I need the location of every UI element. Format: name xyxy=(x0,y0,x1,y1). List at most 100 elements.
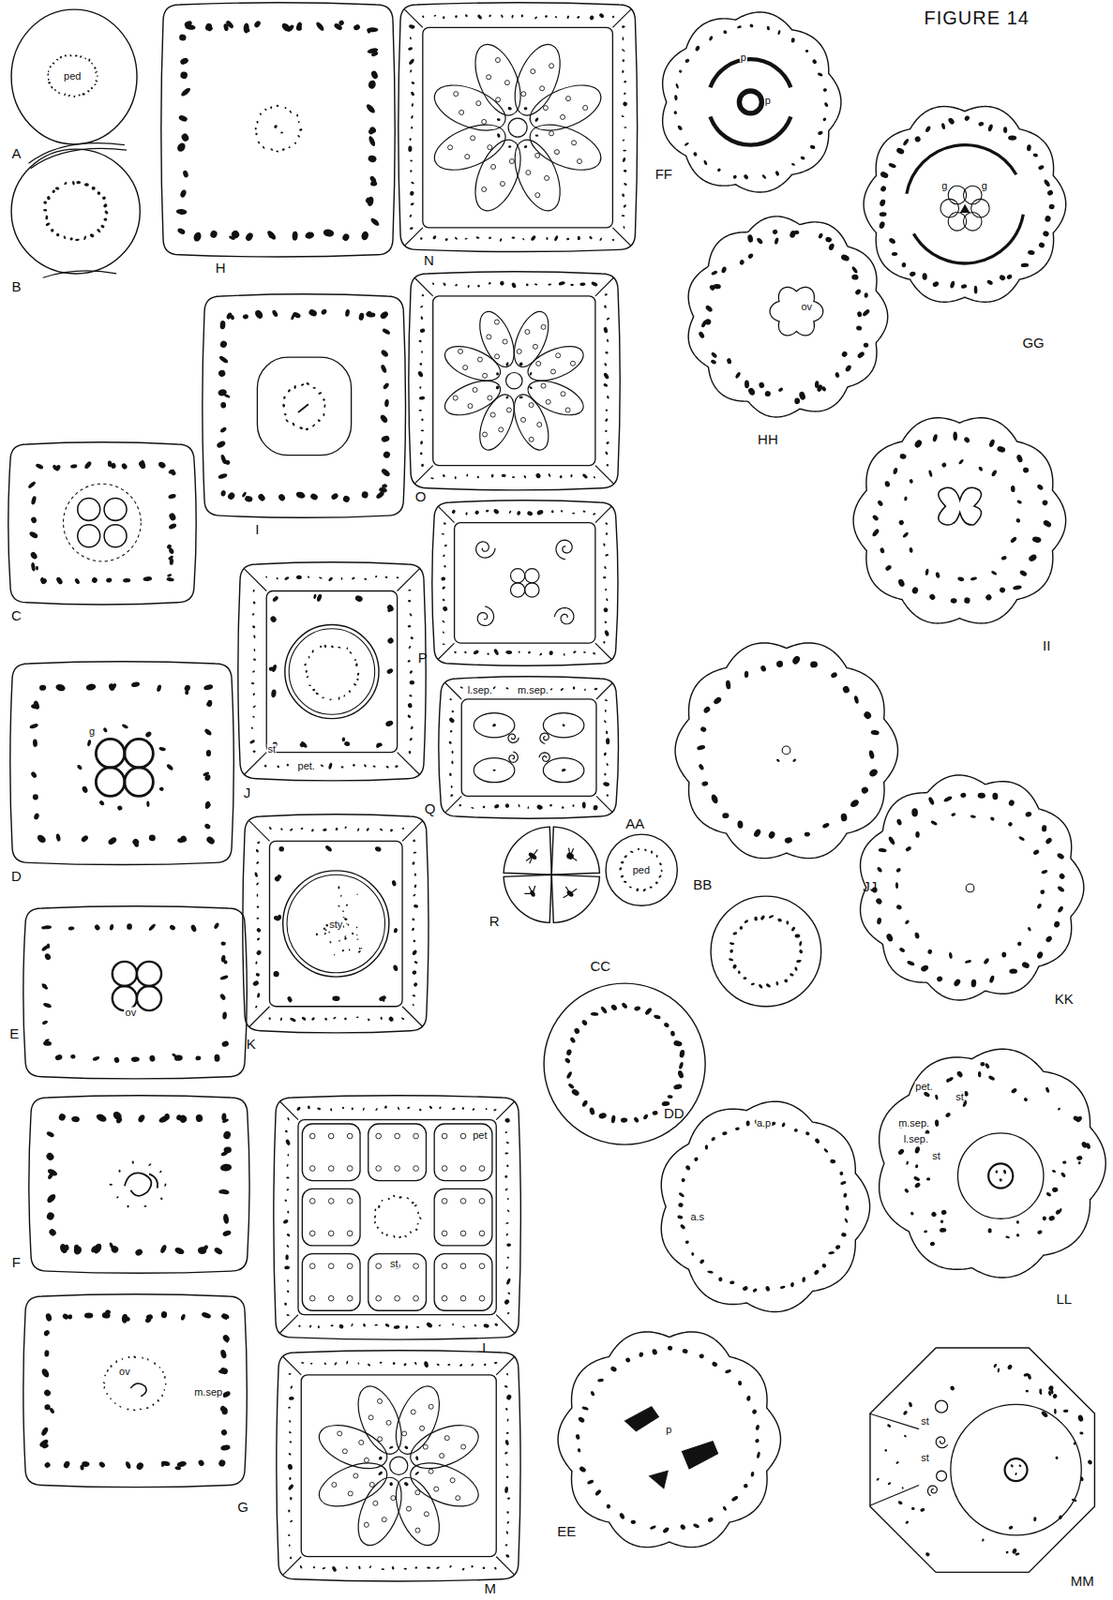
panel-letter: G xyxy=(237,1500,249,1515)
tissue-label: g xyxy=(940,180,948,192)
section-border xyxy=(25,908,245,1078)
tissue-label: st xyxy=(389,1259,400,1270)
section-border xyxy=(859,1338,1105,1583)
section-border xyxy=(658,10,843,195)
section-border xyxy=(709,895,823,1008)
section-border xyxy=(856,773,1085,1003)
section-border xyxy=(440,678,617,817)
section-border xyxy=(10,148,141,275)
section-outline: I xyxy=(204,296,404,516)
panel-letter: P xyxy=(418,650,428,665)
section-outline: LLpet.stm.sep.l.sep.st xyxy=(873,1047,1107,1280)
section-border xyxy=(12,663,232,863)
section-outline: Eov xyxy=(25,908,245,1078)
panel-letter: D xyxy=(11,869,22,884)
tissue-label: ov xyxy=(124,1007,138,1019)
panel-letter: K xyxy=(246,1036,256,1051)
section-border xyxy=(542,982,707,1146)
section-border xyxy=(674,638,900,864)
tissue-label: ov xyxy=(799,300,813,312)
tissue-label: a.p xyxy=(755,1117,772,1129)
panel-letter: II xyxy=(1042,638,1051,653)
panel-letter: DD xyxy=(663,1105,685,1120)
section-outline: AAped xyxy=(604,833,678,907)
tissue-label: ov xyxy=(118,1366,132,1377)
section-outline: JJ xyxy=(674,638,900,864)
panel-letter: R xyxy=(489,914,500,929)
tissue-label: st xyxy=(266,744,277,755)
section-border xyxy=(163,4,393,256)
panel-letter: M xyxy=(483,1581,497,1596)
section-border xyxy=(862,102,1068,307)
section-outline: CC xyxy=(542,982,707,1146)
section-outline: DD a.p a.s xyxy=(656,1099,872,1315)
tissue-label: g xyxy=(980,180,989,192)
tissue-label: st xyxy=(919,1415,931,1427)
section-border xyxy=(684,214,889,420)
tissue-label: st xyxy=(931,1150,942,1161)
section-border xyxy=(434,502,617,664)
section-outline: Ql.sep.m.sep. xyxy=(440,678,617,817)
panel-letter: A xyxy=(11,146,21,161)
section-border xyxy=(656,1099,872,1315)
panel-letter: B xyxy=(11,278,21,293)
tissue-label: p xyxy=(739,51,748,62)
panel-letter: O xyxy=(415,489,427,504)
section-outline: H xyxy=(163,4,393,256)
section-outline: Jstpet. xyxy=(240,564,424,780)
tissue-label: p xyxy=(664,1424,673,1435)
section-border xyxy=(852,413,1068,629)
section-border xyxy=(400,4,635,250)
section-border xyxy=(278,1353,519,1580)
panel-letter: GG xyxy=(1022,334,1044,349)
tissue-label: pet. xyxy=(914,1081,933,1092)
section-outline: O xyxy=(410,273,618,489)
panel-letter: KK xyxy=(1054,992,1074,1007)
section-outline: Ksty xyxy=(244,816,427,1032)
tissue-label: a.s xyxy=(689,1212,706,1223)
section-outline: C xyxy=(10,444,195,603)
tissue-label: g xyxy=(88,725,96,737)
panel-letter: CC xyxy=(589,959,611,974)
tissue-label: m.sep. xyxy=(516,685,550,696)
section-outline: II xyxy=(852,413,1068,629)
panel-letter: I xyxy=(255,522,259,537)
section-border xyxy=(30,1097,248,1272)
section-outline: Lpetst xyxy=(275,1097,519,1339)
panel-letter: AA xyxy=(625,815,645,830)
section-outline: BB xyxy=(709,895,823,1008)
section-outline: B xyxy=(10,148,141,275)
tissue-label: sty xyxy=(328,918,344,930)
section-outline: HHov xyxy=(684,214,889,420)
section-outline: N xyxy=(400,4,635,250)
panel-letter: Q xyxy=(424,801,437,816)
section-border xyxy=(556,1327,783,1553)
panel-letter: HH xyxy=(757,432,779,447)
section-outline: P xyxy=(434,502,617,664)
panel-letter: BB xyxy=(692,877,712,892)
section-outline: Aped xyxy=(10,8,138,146)
section-border xyxy=(873,1047,1107,1280)
tissue-label: ped xyxy=(62,70,82,81)
panel-letter: C xyxy=(11,607,22,622)
panel-letter: EE xyxy=(556,1524,576,1539)
section-outline: F xyxy=(30,1097,248,1272)
tissue-label: p xyxy=(764,94,772,106)
panel-letter: LL xyxy=(1055,1292,1072,1307)
tissue-label: st xyxy=(919,1453,931,1464)
section-border xyxy=(10,444,195,603)
panel-letter: F xyxy=(12,1254,21,1269)
section-outline: Govm.sep xyxy=(25,1296,245,1486)
section-outline: KK xyxy=(856,773,1085,1003)
panel-letter: MM xyxy=(1070,1573,1095,1588)
panel-letter: J xyxy=(243,785,252,800)
section-border xyxy=(502,826,602,925)
tissue-label: pet. xyxy=(297,760,316,771)
panel-letter: N xyxy=(423,252,435,267)
panel-letter: FF xyxy=(655,166,673,181)
tissue-label: l.sep. xyxy=(466,685,494,696)
tissue-label: m.sep. xyxy=(897,1117,931,1129)
